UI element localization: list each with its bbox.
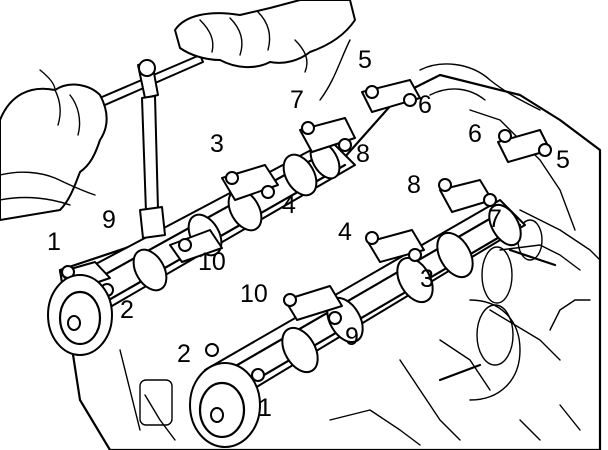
label-lower-7: 7 [488, 205, 502, 233]
left-hand [0, 69, 108, 221]
upper-camshaft [47, 79, 421, 356]
lower-sequence-labels: 1 2 3 4 5 6 7 8 9 10 [177, 120, 570, 422]
label-upper-2: 2 [120, 296, 134, 324]
label-upper-6: 6 [418, 91, 432, 119]
label-lower-10: 10 [240, 280, 268, 308]
right-hand [174, 0, 356, 101]
label-lower-4: 4 [338, 218, 352, 246]
label-upper-5: 5 [358, 46, 372, 74]
cylinder-head [58, 63, 602, 450]
label-lower-5: 5 [556, 146, 570, 174]
label-lower-6: 6 [468, 120, 482, 148]
label-upper-10: 10 [198, 248, 226, 276]
label-lower-2: 2 [177, 340, 191, 368]
label-upper-8: 8 [356, 140, 370, 168]
label-lower-9: 9 [345, 323, 359, 351]
label-upper-7: 7 [290, 86, 304, 114]
upper-sequence-labels: 1 2 3 4 5 6 7 8 9 10 [47, 46, 432, 324]
label-upper-1: 1 [47, 228, 61, 256]
label-lower-3: 3 [420, 265, 434, 293]
lower-camshaft [189, 129, 552, 448]
label-lower-8: 8 [407, 171, 421, 199]
label-upper-4: 4 [282, 191, 296, 219]
label-upper-9: 9 [102, 206, 116, 234]
wrench-tool [94, 54, 204, 239]
label-lower-1: 1 [258, 394, 272, 422]
label-upper-3: 3 [210, 130, 224, 158]
